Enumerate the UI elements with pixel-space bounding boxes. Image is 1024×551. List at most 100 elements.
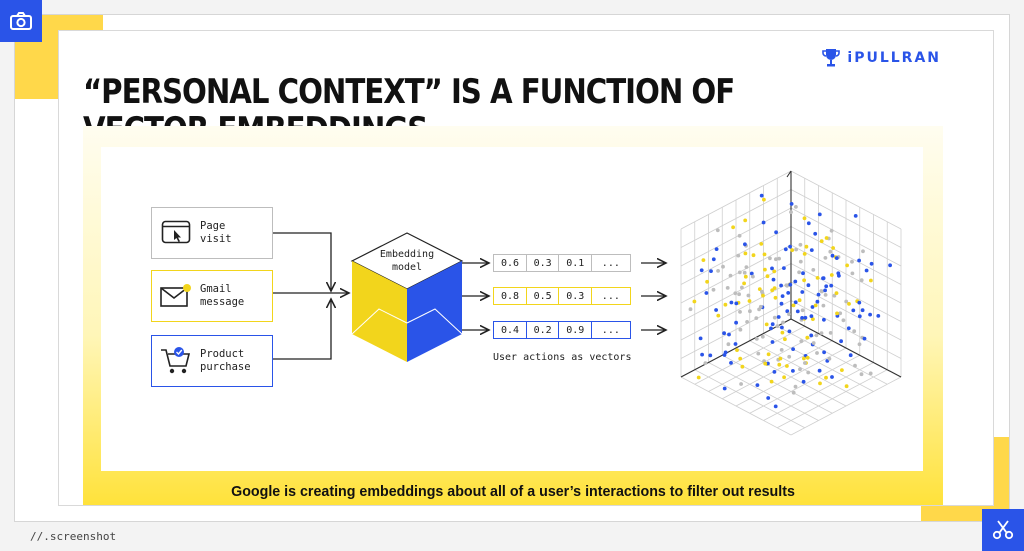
scatter-point [751,253,756,258]
scatter-point [868,371,873,376]
scatter-point [857,258,861,263]
scatter-point [785,364,789,368]
scatter-point [763,267,767,272]
scatter-point [705,279,709,284]
scatter-point [824,375,828,380]
scatter-point [834,256,839,260]
camera-button[interactable] [0,0,42,42]
scatter-point [772,315,777,320]
vector-cell: 0.5 [525,287,560,305]
scatter-point [829,273,834,277]
logo: iPULLRAN [821,47,941,69]
scatter-point [839,339,843,344]
scatter-point [791,303,796,308]
scatter-point [791,369,795,373]
scatter-point [824,284,829,289]
browser-cursor-icon [161,220,191,244]
scatter-point [780,325,784,330]
scatter-point [823,288,827,293]
scatter-point [738,327,743,332]
scatter-point [733,342,738,346]
scatter-point [722,331,726,336]
scatter-point [728,273,733,278]
scatter-point [838,311,843,316]
scatter-point [754,337,759,341]
scatter-point [779,348,784,352]
scatter-point [804,244,809,249]
vector-row: 0.4 0.2 0.9 ... [493,321,631,339]
scatter-point [859,278,864,283]
input-label-product: Product purchase [200,348,251,373]
trophy-logo-icon [822,49,841,67]
scatter-point [868,312,872,317]
diagram: Embedding model [101,147,923,471]
scatter-point [850,271,855,276]
scatter-point [772,370,777,374]
scatter-point [831,246,835,250]
scatter-point [802,356,806,361]
crop-button[interactable] [982,509,1024,551]
scatter-point [797,270,801,275]
scatter-point [819,239,824,244]
scatter-point [737,270,742,275]
envelope-icon [160,284,191,307]
scatter-point [725,286,730,290]
scatter-point [716,269,720,273]
scatter-point [835,311,839,316]
scatter-point [785,309,790,314]
scatter-point [734,301,739,306]
scatter-point [823,293,828,297]
scatter-point [820,289,824,294]
scatter-point [740,364,745,369]
scatter-point [821,276,826,281]
scatter-point [788,282,793,287]
scatter-point [793,384,798,389]
scatter-point [711,287,716,292]
scatter-point [828,331,833,335]
scatter-point [800,308,805,313]
scatter-point [841,318,846,323]
scatter-point [736,253,741,258]
scatter-point [811,268,816,272]
embedding-model-cube [350,232,464,362]
scatter-point [783,337,787,342]
scatter-point [817,368,822,373]
scatter-point [822,317,826,322]
scatter-point [803,315,808,320]
scatter-point [793,279,798,284]
scatter-point [852,329,857,334]
scatter-point [772,269,777,274]
scatter-point [715,228,720,233]
scatter-point [846,326,851,331]
scatter-point [787,329,792,334]
model-label-line1: Embedding [380,249,434,260]
vector-cell: 0.3 [558,287,593,305]
scatter-point [731,225,735,230]
scatter-point [828,249,833,254]
scatter-point [857,314,862,319]
scatter-point [840,368,844,372]
connector-product [273,299,331,360]
scatter-point [794,205,798,209]
scatter-point [747,299,752,303]
scatter-point [779,283,783,288]
scatter-point [743,251,748,256]
scatter-point [795,309,800,314]
vector-cell: 0.2 [525,321,560,339]
scatter-point [780,294,785,298]
scatter-point [743,218,748,223]
scatter-point [696,375,701,380]
scatter-point [818,381,822,386]
scatter-point [797,298,802,303]
scatter-point [770,322,775,327]
scatter-point [688,307,693,312]
scatter-point [737,292,741,297]
scatter-point [779,301,784,306]
scatter-point [802,278,806,283]
scatter-point [816,292,821,297]
scatter-point [850,259,854,264]
scatter-point [760,334,765,339]
scatter-point [801,271,805,276]
slide-caption: Google is creating embeddings about all … [231,482,795,500]
scatter-point [722,353,727,357]
